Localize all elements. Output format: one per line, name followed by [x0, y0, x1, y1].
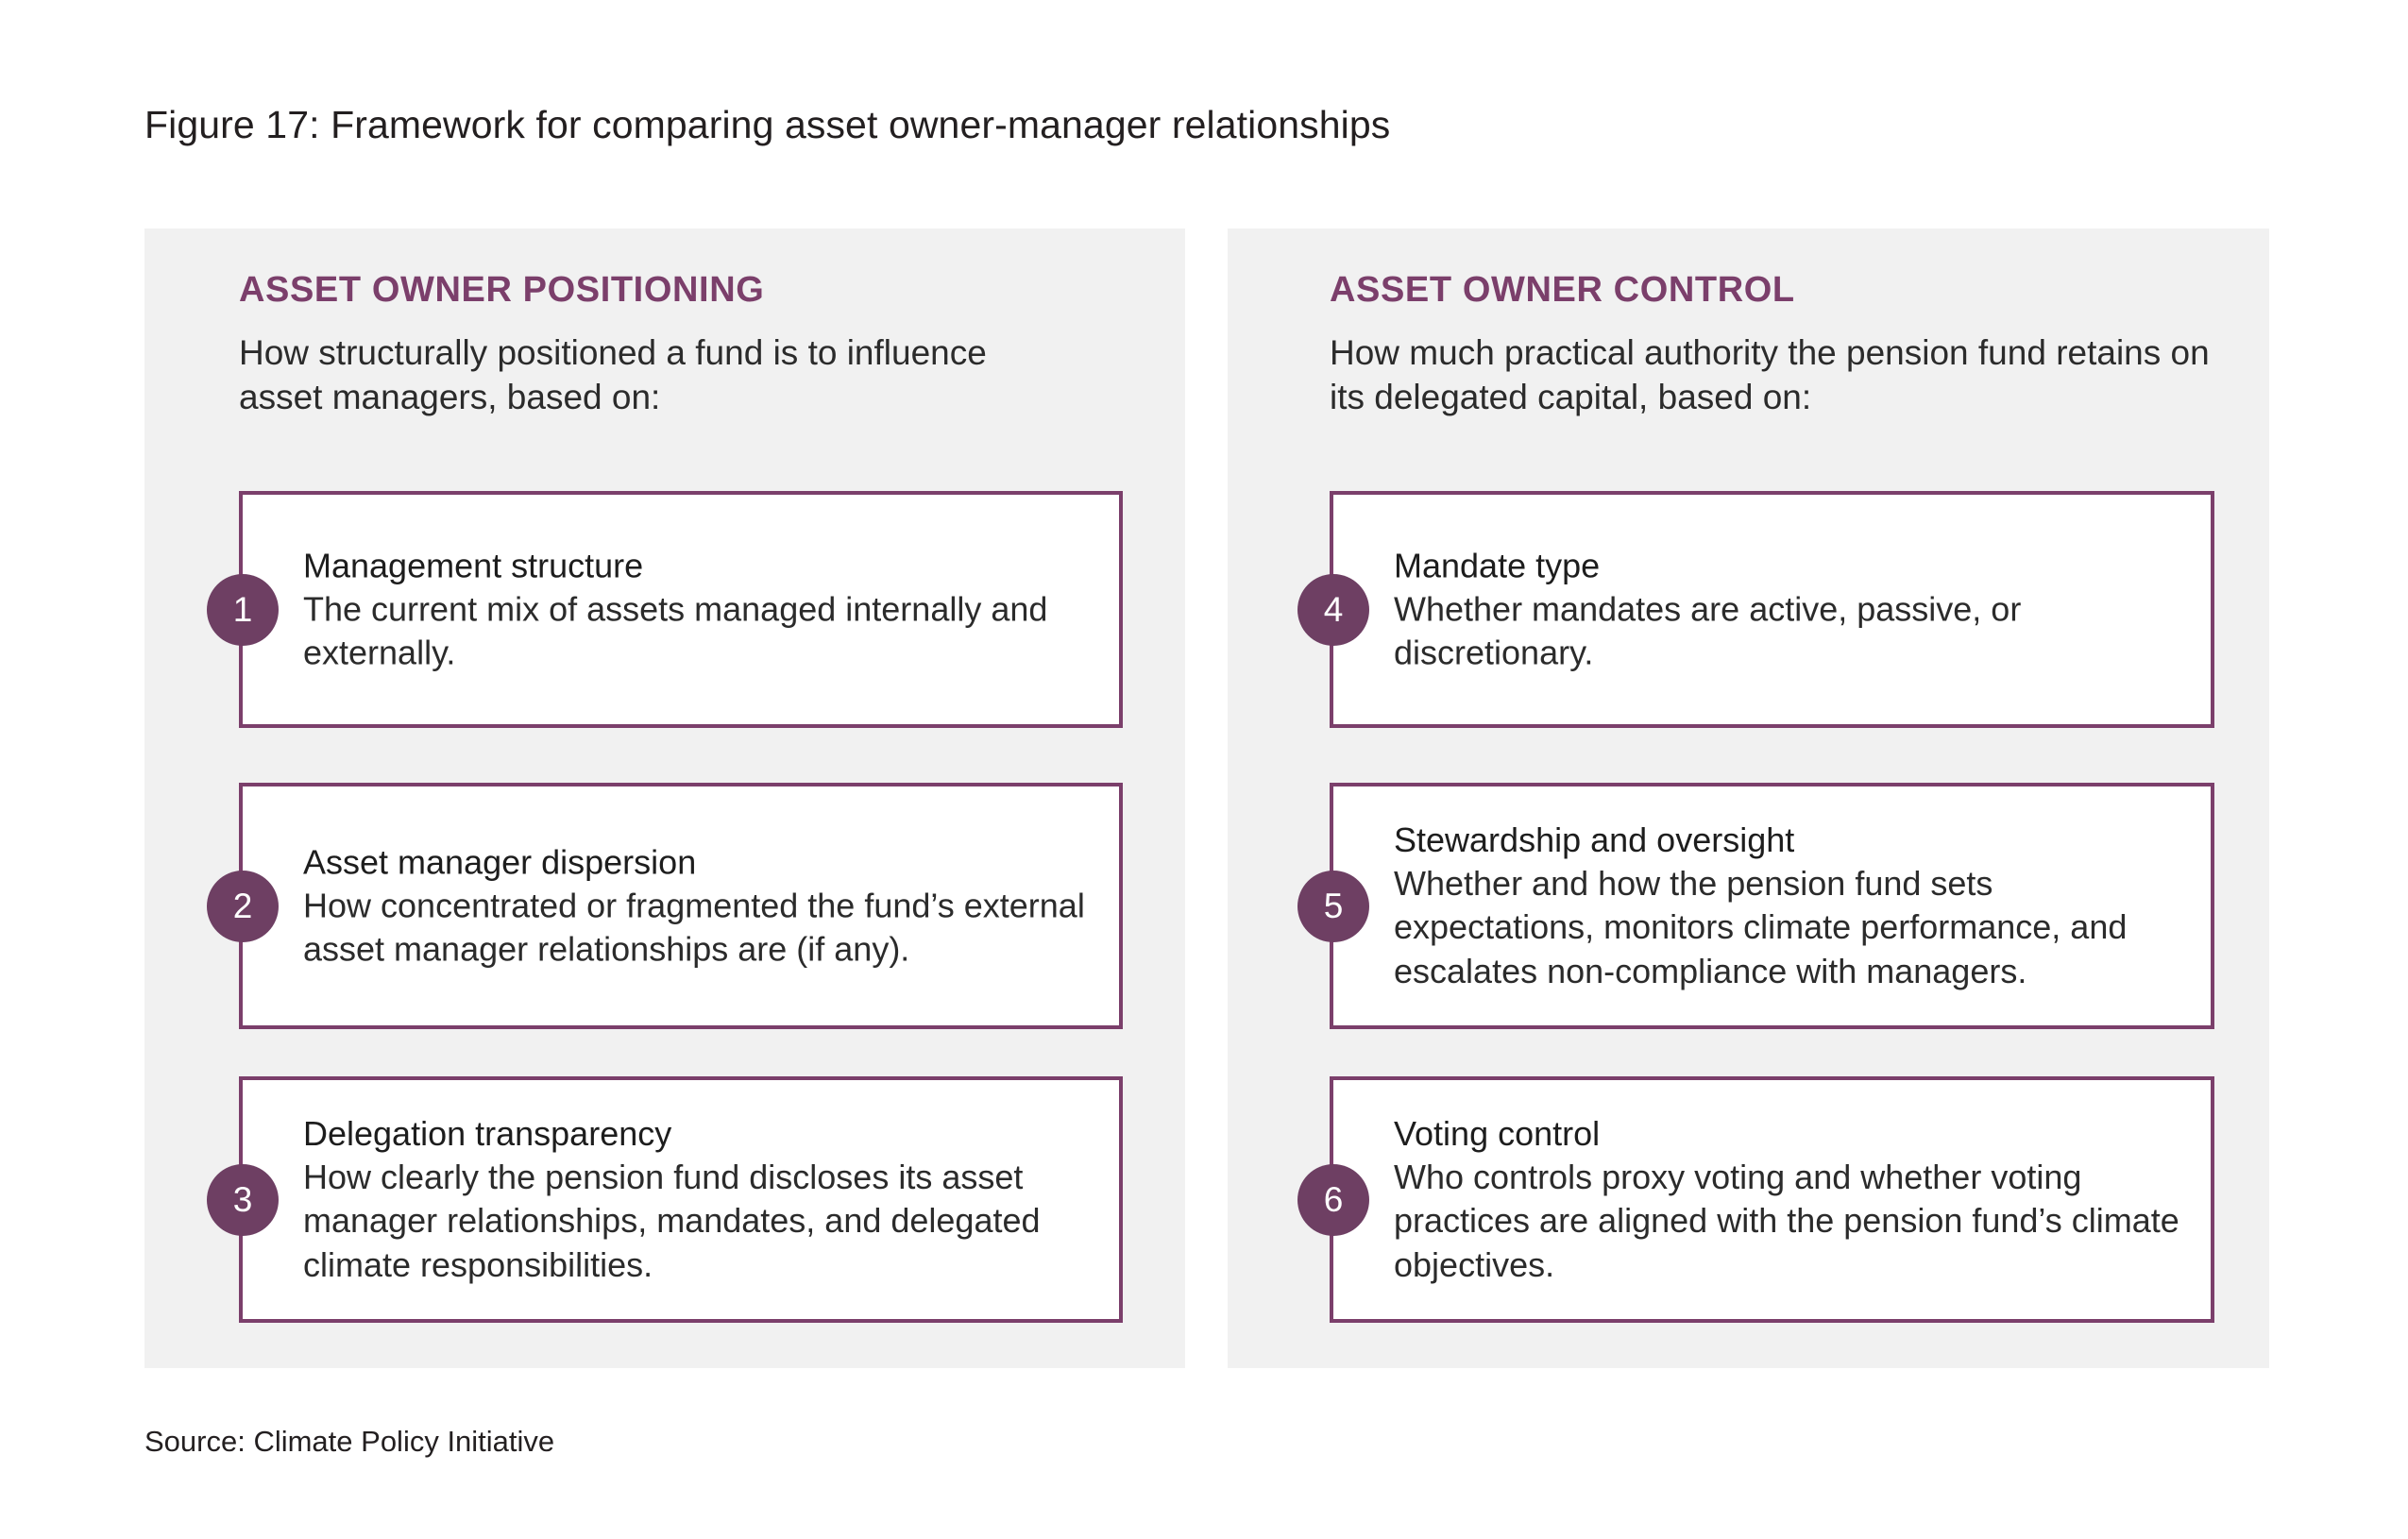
criterion-description: Whether mandates are active, passive, or… [1394, 589, 2022, 672]
criterion-description: How clearly the pension fund discloses i… [303, 1158, 1041, 1284]
panel-subtitle: How much practical authority the pension… [1330, 333, 2210, 417]
criterion-number-badge: 3 [207, 1163, 279, 1236]
criterion-title: Delegation transparency [303, 1113, 672, 1153]
criterion-title: Voting control [1394, 1113, 1601, 1153]
criterion-card-body: Stewardship and oversight Whether and ho… [1394, 819, 2184, 994]
panel-subtitle: How structurally positioned a fund is to… [239, 333, 987, 417]
criterion-number-badge: 5 [1297, 870, 1369, 942]
criterion-number-badge: 4 [1297, 573, 1369, 646]
criterion-card-body: Mandate type Whether mandates are active… [1394, 544, 2184, 675]
criterion-card-body: Asset manager dispersion How concentrate… [303, 840, 1093, 972]
criterion-card-body: Voting control Who controls proxy voting… [1394, 1112, 2184, 1288]
figure-title: Figure 17: Framework for comparing asset… [144, 103, 1391, 146]
criterion-card: 5 Stewardship and oversight Whether and … [1297, 783, 2214, 1029]
criterion-description: The current mix of assets managed intern… [303, 589, 1048, 672]
criterion-title: Management structure [303, 545, 644, 584]
criterion-number-badge: 6 [1297, 1163, 1369, 1236]
criterion-description: Who controls proxy voting and whether vo… [1394, 1158, 2179, 1284]
criterion-card-body: Delegation transparency How clearly the … [303, 1112, 1093, 1288]
criterion-title: Mandate type [1394, 545, 1601, 584]
criterion-description: Whether and how the pension fund sets ex… [1394, 864, 2128, 990]
criterion-card-body: Management structure The current mix of … [303, 544, 1093, 675]
panel-asset-owner-control: ASSET OWNER CONTROL How much practical a… [1228, 228, 2269, 1368]
criterion-card: 6 Voting control Who controls proxy voti… [1297, 1076, 2214, 1323]
source-note: Source: Climate Policy Initiative [144, 1425, 555, 1458]
panel-heading: ASSET OWNER CONTROL [1330, 270, 1795, 310]
panel-asset-owner-positioning: ASSET OWNER POSITIONING How structurally… [144, 228, 1185, 1368]
criterion-number-badge: 2 [207, 870, 279, 942]
criterion-title: Stewardship and oversight [1394, 820, 1795, 859]
criterion-card: 4 Mandate type Whether mandates are acti… [1297, 491, 2214, 728]
criterion-card: 1 Management structure The current mix o… [207, 491, 1123, 728]
criterion-description: How concentrated or fragmented the fund’… [303, 886, 1085, 969]
criterion-card: 3 Delegation transparency How clearly th… [207, 1076, 1123, 1323]
criterion-card: 2 Asset manager dispersion How concentra… [207, 783, 1123, 1029]
panel-heading: ASSET OWNER POSITIONING [239, 270, 765, 310]
criterion-number-badge: 1 [207, 573, 279, 646]
criterion-title: Asset manager dispersion [303, 841, 697, 881]
